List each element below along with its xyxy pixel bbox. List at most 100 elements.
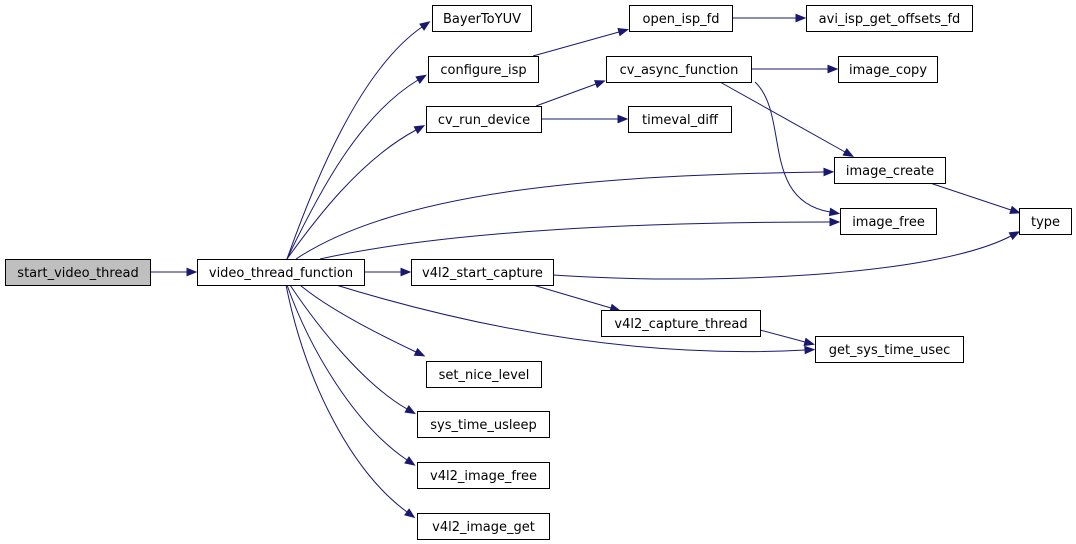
arrowhead-icon	[594, 80, 606, 89]
edge-line	[335, 284, 806, 353]
node-box	[628, 106, 732, 133]
node-box	[197, 259, 365, 286]
node-v4l2-image-get[interactable]: v4l2_image_get	[417, 513, 550, 540]
arrowhead-icon	[795, 13, 807, 23]
edge-line	[319, 221, 831, 260]
edge-video_thread_function-to-BayerToYUV	[286, 21, 431, 260]
edge-line	[552, 235, 1012, 280]
node-box	[411, 259, 554, 286]
edge-line	[286, 26, 423, 260]
edge-line	[286, 79, 419, 260]
edge-image_create-to-type	[929, 182, 1021, 214]
edge-line	[719, 81, 846, 153]
node-cv-run-device[interactable]: cv_run_device	[426, 106, 542, 133]
edge-line	[754, 81, 831, 213]
node-image-create[interactable]: image_create	[834, 157, 946, 184]
node-box	[601, 310, 761, 337]
node-box	[629, 5, 733, 32]
node-label: set_nice_level	[439, 368, 530, 383]
arrowhead-icon	[404, 508, 416, 519]
edge-line	[286, 284, 408, 461]
edge-video_thread_function-to-v4l2_image_get	[285, 284, 416, 519]
node-image-copy[interactable]: image_copy	[838, 56, 938, 83]
nodes-layer: start_video_thread video_thread_function B…	[5, 5, 1072, 540]
node-type[interactable]: type	[1019, 208, 1072, 235]
node-label: v4l2_image_get	[432, 520, 535, 535]
node-v4l2-image-free[interactable]: v4l2_image_free	[417, 462, 550, 489]
node-configure-isp[interactable]: configure_isp	[428, 56, 539, 83]
edge-configure_isp-to-open_isp_fd	[532, 27, 629, 57]
node-box	[834, 157, 946, 184]
node-box	[838, 56, 938, 83]
edge-line	[295, 171, 825, 260]
node-box	[428, 56, 539, 83]
node-box	[1019, 208, 1072, 235]
node-label: type	[1031, 215, 1060, 230]
node-image-free[interactable]: image_free	[840, 208, 937, 235]
edge-video_thread_function-to-image_free	[319, 217, 841, 260]
edge-video_thread_function-to-v4l2_start_capture	[364, 267, 412, 277]
node-box	[5, 259, 151, 286]
node-v4l2-start-capture[interactable]: v4l2_start_capture	[411, 259, 554, 286]
node-label: open_isp_fd	[643, 12, 720, 27]
node-avi-isp-get-offsets-fd[interactable]: avi_isp_get_offsets_fd	[806, 5, 973, 32]
node-bayertoyuv[interactable]: BayerToYUV	[432, 5, 532, 32]
node-label: cv_async_function	[620, 63, 739, 78]
node-sys-time-usleep[interactable]: sys_time_usleep	[417, 411, 550, 438]
edge-line	[299, 284, 417, 353]
arrowhead-icon	[419, 21, 431, 31]
edge-cv_run_device-to-timeval_diff	[541, 114, 629, 124]
node-label: timeval_diff	[642, 113, 719, 128]
node-v4l2-capture-thread[interactable]: v4l2_capture_thread	[601, 310, 761, 337]
edge-line	[285, 284, 408, 513]
arrowhead-icon	[823, 167, 835, 177]
arrowhead-icon	[617, 27, 629, 37]
edge-video_thread_function-to-v4l2_image_free	[286, 284, 416, 466]
arrowhead-icon	[186, 267, 198, 277]
node-box	[815, 336, 964, 363]
node-label: BayerToYUV	[443, 12, 521, 27]
node-label: v4l2_capture_thread	[614, 317, 747, 332]
arrowhead-icon	[404, 456, 416, 466]
arrowhead-icon	[827, 64, 839, 74]
arrowhead-icon	[413, 125, 426, 135]
arrowhead-icon	[617, 114, 629, 124]
node-set-nice-level[interactable]: set_nice_level	[426, 361, 542, 388]
edge-v4l2_start_capture-to-type	[552, 231, 1021, 280]
arrowhead-icon	[1008, 231, 1021, 241]
node-label: cv_run_device	[438, 113, 530, 128]
node-box	[417, 411, 550, 438]
edge-video_thread_function-to-set_nice_level	[299, 284, 426, 357]
node-get-sys-time-usec[interactable]: get_sys_time_usec	[815, 336, 964, 363]
node-open-isp-fd[interactable]: open_isp_fd	[629, 5, 733, 32]
arrowhead-icon	[828, 207, 841, 217]
arrowhead-icon	[842, 147, 855, 158]
arrowhead-icon	[1009, 205, 1021, 214]
node-timeval-diff[interactable]: timeval_diff	[628, 106, 732, 133]
node-video-thread-function[interactable]: video_thread_function	[197, 259, 365, 286]
arrowhead-icon	[829, 217, 841, 227]
edge-v4l2_capture_thread-to-get_sys_time_usec	[759, 329, 815, 347]
edge-line	[929, 182, 1012, 211]
node-label: image_copy	[849, 63, 927, 78]
edge-cv_async_function-to-image_copy	[751, 64, 839, 74]
node-box	[806, 5, 973, 32]
node-box	[417, 513, 550, 540]
node-box	[606, 56, 752, 83]
edge-open_isp_fd-to-avi_isp_get_offsets_fd	[732, 13, 807, 23]
edges-layer	[150, 13, 1021, 519]
edge-video_thread_function-to-configure_isp	[286, 74, 427, 260]
node-start-video-thread[interactable]: start_video_thread	[5, 259, 151, 286]
node-cv-async-function[interactable]: cv_async_function	[606, 56, 752, 83]
edge-cv_run_device-to-cv_async_function	[535, 80, 606, 107]
arrowhead-icon	[803, 337, 815, 347]
edge-cv_async_function-to-image_create	[719, 81, 855, 158]
edge-line	[289, 284, 408, 410]
edge-video_thread_function-to-image_create	[295, 167, 835, 260]
node-box	[426, 106, 542, 133]
edge-v4l2_start_capture-to-v4l2_capture_thread	[532, 284, 621, 313]
edge-line	[759, 329, 806, 343]
node-label: sys_time_usleep	[430, 418, 536, 433]
node-label: start_video_thread	[17, 266, 138, 281]
node-label: configure_isp	[440, 63, 526, 78]
